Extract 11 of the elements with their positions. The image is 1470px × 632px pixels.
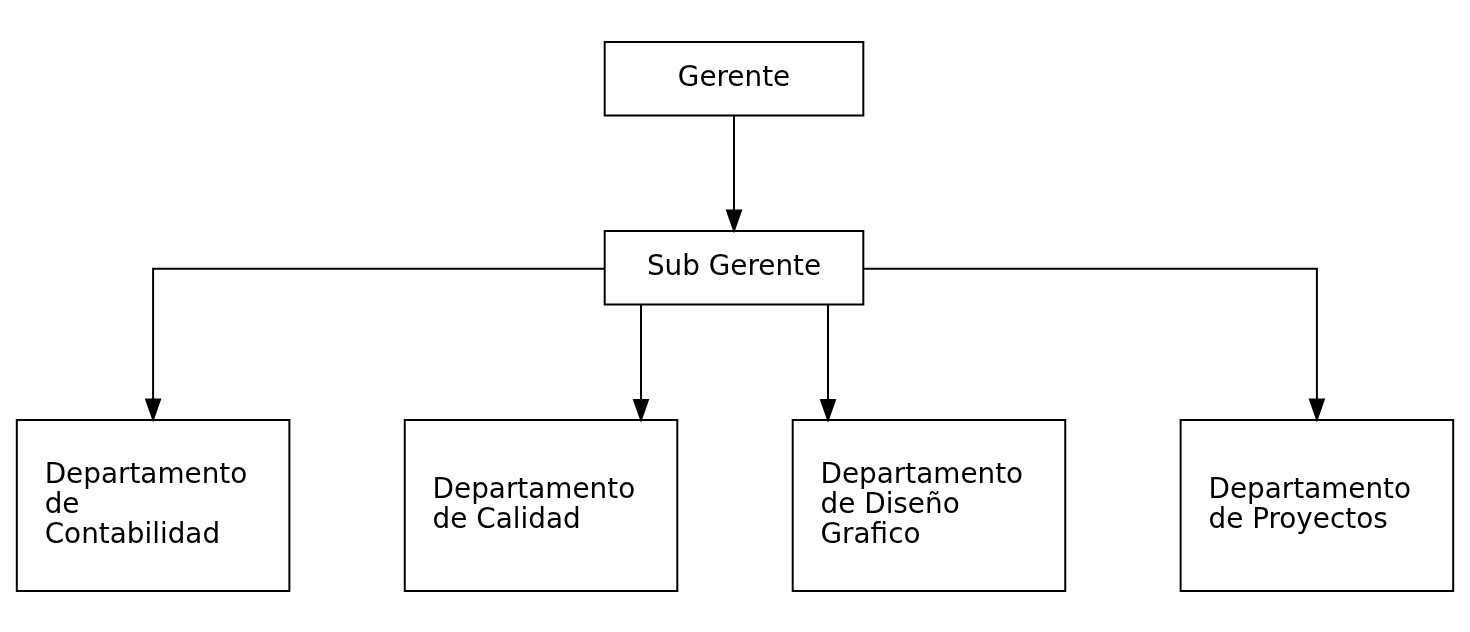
node-box: Sub Gerente [603, 229, 865, 306]
arrow [862, 267, 1326, 422]
arrow [632, 303, 650, 423]
node-box: Departamento de Contabilidad [15, 418, 291, 592]
node-box: Departamento de Proyectos [1179, 418, 1455, 592]
node-box: Departamento de Calidad [403, 418, 679, 592]
arrow [819, 303, 837, 423]
node-box: Gerente [603, 40, 865, 117]
node-box: Departamento de Diseño Grafico [791, 418, 1067, 592]
arrow [725, 114, 743, 233]
arrow [144, 267, 606, 422]
